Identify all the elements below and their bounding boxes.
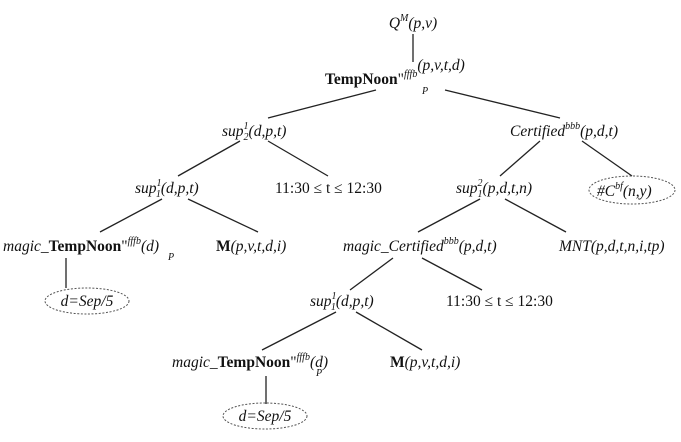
edge-root-sup21: [267, 89, 377, 119]
certified-node-label: Certifiedbbb(p,d,t): [510, 121, 618, 140]
c-node-label: #Cbf(n,y): [597, 181, 652, 200]
magic-tempnoon-name-2: TempNoon: [218, 354, 291, 371]
tree-edges: [65, 34, 633, 404]
sup11-right-superscript: 1: [332, 291, 336, 302]
root-args: (p,v,t,d): [417, 57, 464, 74]
m-predicate-2: M: [390, 354, 405, 371]
m-args-2: (p,v,t,d,i): [405, 354, 461, 371]
magic-tempnoon-node-2-label: magic_TempNoon"fffb(d): [172, 352, 328, 371]
query-symbol: Q: [389, 15, 400, 32]
magic-prefix-1: magic_: [3, 238, 49, 255]
certified-predicate-name: Certified: [510, 123, 565, 140]
m-node-2-label: M(p,v,t,d,i): [390, 354, 460, 371]
sup21-symbol: sup: [222, 123, 244, 140]
root-subscript: P: [421, 86, 428, 97]
mnt-predicate-name: MNT: [558, 238, 592, 255]
magic-certified-args: (p,d,t): [459, 238, 497, 255]
mnt-node-label: MNT(p,d,t,n,i,tp): [558, 238, 665, 255]
edge-sup11r-magic: [261, 311, 337, 351]
query-args: (p,v): [408, 15, 437, 32]
edge-cert-c: [581, 140, 633, 177]
edge-sup11r-m: [355, 311, 423, 351]
edge-sup12-magiccert: [417, 198, 481, 233]
date-constraint-oval-2: [222, 402, 308, 430]
m-predicate-1: M: [216, 238, 231, 255]
query-node-label: QM(p,v): [389, 13, 437, 32]
magic-args-1: (d): [141, 238, 159, 255]
c-node-oval: [588, 175, 676, 205]
edge-sup11-m: [187, 198, 259, 233]
magic-certified-node-label: magic_Certifiedbbb(p,d,t): [343, 236, 497, 255]
query-superscript: M: [399, 13, 409, 24]
mnt-args: (p,d,t,n,i,tp): [591, 238, 665, 255]
magic-subscript-1: P: [167, 252, 174, 263]
magic-certified-name: magic_Certified: [343, 238, 444, 255]
date-constraint-1: d=Sep/5: [61, 293, 114, 310]
certified-adornment: bbb: [565, 121, 580, 132]
root-quote-mark: ": [398, 71, 404, 88]
c-symbol: #C: [597, 183, 616, 200]
date-constraint-2: d=Sep/5: [239, 408, 292, 425]
magic-adornment-1: fffb: [128, 236, 141, 247]
time-condition-left: 11:30 ≤ t ≤ 12:30: [275, 180, 382, 197]
certified-args: (p,d,t): [580, 123, 618, 140]
sup11-left-superscript: 1: [157, 178, 161, 189]
sup11-right-subscript: 1: [331, 302, 336, 313]
root-adornment: fffb: [404, 69, 417, 80]
sup21-subscript: 2: [244, 132, 249, 143]
edge-magiccert-sup11: [349, 257, 394, 291]
date-constraint-oval-1: [44, 287, 130, 315]
sup12-symbol: sup: [456, 180, 478, 197]
m-args-1: (p,v,t,d,i): [231, 238, 287, 255]
magic-tempnoon-node-1-label: magic_TempNoon"fffb(d): [3, 236, 159, 255]
edge-root-cert: [444, 89, 561, 119]
magic-args-2: (d): [310, 354, 328, 371]
magic-quote-2: ": [290, 354, 296, 371]
sup21-args: (d,p,t): [249, 123, 287, 140]
c-args: (n,y): [623, 183, 652, 200]
edge-cert-sup12: [499, 140, 541, 177]
magic-adornment-2: fffb: [297, 352, 310, 363]
magic-prefix-2: magic_: [172, 354, 218, 371]
sup11-left-symbol: sup: [135, 180, 157, 197]
sup11-right-symbol: sup: [310, 293, 332, 310]
magic-subscript-2: P: [315, 368, 322, 379]
c-adornment: bf: [615, 181, 624, 192]
sup12-subscript: 1: [478, 189, 483, 200]
root-predicate-name: TempNoon: [325, 71, 398, 88]
edge-sup21-sup11: [177, 140, 241, 177]
root-node-label: TempNoon"fffb(p,v,t,d): [325, 57, 465, 88]
sup11-left-args: (d,p,t): [161, 180, 199, 197]
magic-certified-adornment: bbb: [444, 236, 459, 247]
sup12-superscript: 2: [478, 178, 483, 189]
sup21-superscript: 1: [244, 121, 249, 132]
edge-sup21-cond: [267, 140, 329, 177]
m-node-1-label: M(p,v,t,d,i): [216, 238, 286, 255]
sup11-left-subscript: 1: [156, 189, 161, 200]
time-condition-right: 11:30 ≤ t ≤ 12:30: [446, 293, 553, 310]
magic-quote-1: ": [121, 238, 127, 255]
sup11-right-args: (d,p,t): [336, 293, 374, 310]
edge-magiccert-cond: [421, 257, 483, 291]
sup12-args: (p,d,t,n): [483, 180, 533, 197]
edge-sup11-magic: [99, 198, 163, 233]
magic-tempnoon-name-1: TempNoon: [49, 238, 122, 255]
edge-sup12-mnt: [504, 198, 567, 233]
